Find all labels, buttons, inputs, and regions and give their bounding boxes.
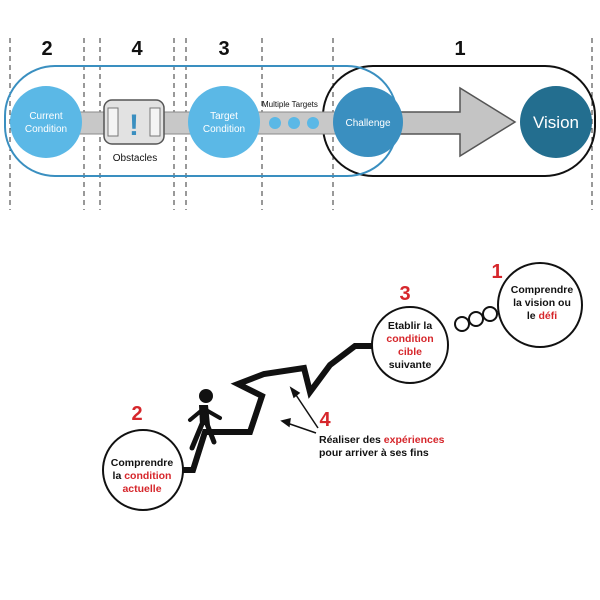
note4-line1: Réaliser des expériences bbox=[319, 434, 445, 446]
target-dot-2 bbox=[288, 117, 300, 129]
circle1-line3b: défi bbox=[539, 310, 558, 322]
current-condition-label-line2: Condition bbox=[25, 124, 67, 135]
circle1-line3a: le bbox=[527, 310, 539, 322]
target-dot-3 bbox=[307, 117, 319, 129]
circle-establish-target bbox=[371, 306, 449, 384]
challenge-circle bbox=[333, 87, 403, 157]
circle3-line1: Etablir la bbox=[388, 320, 433, 332]
target-condition-circle bbox=[188, 86, 260, 158]
current-condition-circle bbox=[10, 86, 82, 158]
multiple-targets-label: Multiple Targets bbox=[262, 100, 318, 109]
step-number-2: 2 bbox=[41, 38, 52, 60]
step-number-4: 4 bbox=[131, 38, 143, 60]
circle2-line1: Comprendre bbox=[111, 457, 174, 469]
obstacle-block: ! bbox=[103, 99, 165, 145]
circle3-line2: condition bbox=[386, 333, 433, 345]
exclamation-icon: ! bbox=[129, 109, 139, 142]
circle2-line2: la condition bbox=[113, 470, 172, 482]
circle3-line3: cible bbox=[398, 346, 422, 358]
note4-line1a: Réaliser des bbox=[319, 434, 384, 446]
red-number-3: 3 bbox=[399, 283, 410, 305]
circle1-line2: la vision ou bbox=[513, 297, 571, 309]
vision-label: Vision bbox=[533, 113, 579, 132]
note4-line2: pour arriver à ses fins bbox=[319, 447, 429, 459]
red-number-4: 4 bbox=[319, 409, 331, 431]
note4-line1b: expériences bbox=[384, 434, 445, 446]
staircase-path bbox=[178, 343, 375, 473]
current-condition-label-line1: Current bbox=[29, 111, 63, 122]
arrow-icon bbox=[399, 86, 517, 158]
chain-links bbox=[454, 306, 498, 332]
circle2-line2b: condition bbox=[124, 470, 171, 482]
circle3-line4: suivante bbox=[389, 359, 432, 371]
target-dot-1 bbox=[269, 117, 281, 129]
target-condition-label-line2: Condition bbox=[203, 124, 245, 135]
pointer-arrows bbox=[280, 386, 319, 434]
target-condition-label-line1: Target bbox=[210, 111, 238, 122]
step-number-3: 3 bbox=[218, 38, 229, 60]
vision-circle bbox=[520, 86, 592, 158]
circle-understand-current bbox=[102, 429, 184, 511]
circle1-line3: le défi bbox=[527, 310, 557, 322]
red-number-2: 2 bbox=[131, 403, 142, 425]
red-number-1: 1 bbox=[491, 261, 502, 283]
circle2-line3: actuelle bbox=[122, 483, 161, 495]
circle2-line2a: la bbox=[113, 470, 125, 482]
circle-understand-vision bbox=[497, 262, 583, 348]
circle1-line1: Comprendre bbox=[511, 284, 574, 296]
obstacles-label: Obstacles bbox=[113, 153, 157, 164]
step-number-1: 1 bbox=[454, 38, 465, 60]
challenge-label: Challenge bbox=[345, 118, 390, 129]
person-climbing-icon bbox=[188, 389, 222, 451]
